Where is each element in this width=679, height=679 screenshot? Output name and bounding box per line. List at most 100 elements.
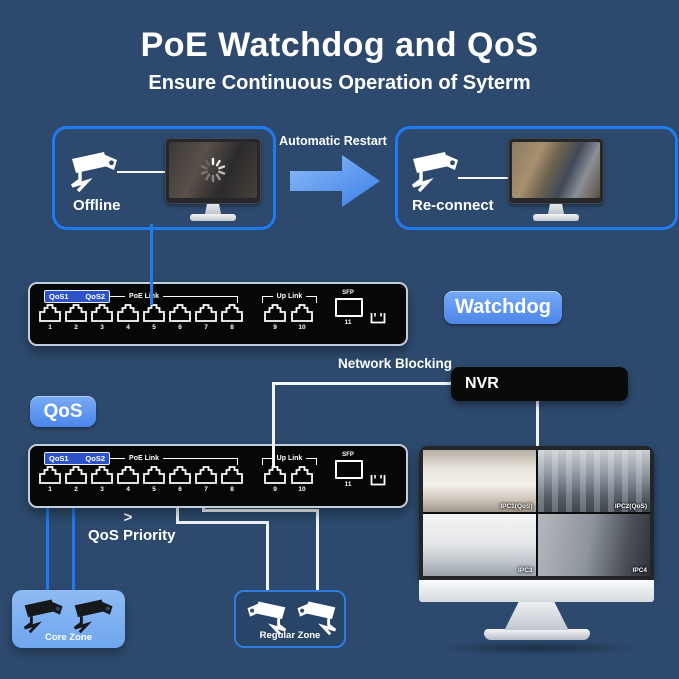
qos1-port-label: QoS1 bbox=[49, 454, 69, 463]
poe-switch-qos: QoS1 QoS2 PoE Link Up Link 1 2 3 4 5 6 7… bbox=[28, 444, 408, 508]
monitor-chin bbox=[419, 580, 654, 602]
offline-screen bbox=[169, 142, 257, 198]
monitor-stand-neck bbox=[504, 602, 569, 630]
port-number: 1 bbox=[48, 324, 52, 331]
sfp-label: SFP bbox=[342, 290, 354, 296]
port-number: 8 bbox=[230, 324, 234, 331]
up-link-label: Up Link bbox=[272, 455, 307, 463]
port-number: 11 bbox=[344, 319, 352, 326]
page-subtitle: Ensure Continuous Operation of Syterm bbox=[148, 72, 531, 94]
port-number: 1 bbox=[48, 486, 52, 493]
port-number: 3 bbox=[100, 324, 104, 331]
qos2-to-core-zone-line bbox=[72, 500, 75, 592]
rj45-port-8: 8 bbox=[221, 304, 243, 331]
poe-link-label: PoE Link bbox=[125, 455, 163, 463]
port-number: 10 bbox=[298, 486, 306, 493]
offline-monitor bbox=[165, 138, 261, 221]
poe-link-label: PoE Link bbox=[125, 293, 163, 301]
qos-badge: QoS bbox=[30, 396, 96, 427]
rj45-port-icon bbox=[169, 304, 191, 322]
grounding-icon bbox=[370, 313, 386, 324]
automatic-restart-label: Automatic Restart bbox=[279, 134, 387, 148]
rj45-port-icon bbox=[143, 466, 165, 484]
offline-scenario-box: #cctv .lens{fill:#2d4a6e} bbox=[52, 126, 276, 230]
port-number: 8 bbox=[230, 486, 234, 493]
rj45-port-icon bbox=[65, 466, 87, 484]
rj45-port-icon bbox=[117, 466, 139, 484]
port-number: 3 bbox=[100, 486, 104, 493]
network-blocking-label: Network Blocking bbox=[337, 356, 453, 371]
rj45-port-icon bbox=[39, 466, 61, 484]
nvr-display-monitor: IPC1(QoS) IPC2(QoS) IPC3 IPC4 bbox=[419, 446, 654, 640]
qos2-port-label: QoS2 bbox=[85, 454, 105, 463]
rj45-port-icon bbox=[264, 304, 286, 322]
port7-to-regular-zone-line bbox=[202, 509, 319, 512]
right-arrow-icon bbox=[290, 155, 380, 207]
qos1-port-label: QoS1 bbox=[49, 292, 69, 301]
rj45-port-4: 4 bbox=[117, 466, 139, 493]
sfp-port-icon bbox=[335, 298, 363, 317]
offline-label: Offline bbox=[73, 197, 121, 214]
reconnect-monitor bbox=[508, 138, 604, 221]
rj45-port-9: 9 bbox=[264, 304, 286, 331]
cctv-camera-icon: #cctv .lens{fill:#2d4a6e} bbox=[70, 150, 119, 193]
rj45-port-icon bbox=[264, 466, 286, 484]
watchdog-badge: Watchdog bbox=[444, 291, 562, 324]
monitor-stand-base bbox=[190, 214, 236, 221]
sfp-port-11: SFP 11 bbox=[335, 452, 363, 488]
monitor-bezel: IPC1(QoS) IPC2(QoS) IPC3 IPC4 bbox=[419, 446, 654, 580]
qos-ports-highlight: QoS1 QoS2 bbox=[44, 452, 110, 465]
sfp-label: SFP bbox=[342, 452, 354, 458]
nvr-to-monitor-line bbox=[536, 400, 539, 450]
rj45-port-4: 4 bbox=[117, 304, 139, 331]
port6-to-regular-zone-line bbox=[176, 521, 269, 524]
offline-to-switch-line bbox=[150, 224, 153, 305]
port-number: 10 bbox=[298, 324, 306, 331]
camera-monitor-link-line bbox=[117, 171, 169, 173]
rj45-port-icon bbox=[291, 304, 313, 322]
up-link-bracket: Up Link bbox=[262, 455, 317, 465]
port-number: 4 bbox=[126, 324, 130, 331]
nvr-blocking-line bbox=[272, 382, 452, 385]
nvr-label: NVR bbox=[465, 375, 499, 392]
monitor-stand-base bbox=[483, 629, 590, 640]
reconnect-label: Re-connect bbox=[412, 197, 494, 214]
rj45-port-1: 1 bbox=[39, 304, 61, 331]
rj45-port-icon bbox=[117, 304, 139, 322]
reconnect-scenario-box: Re-connect bbox=[395, 126, 678, 230]
rj45-port-icon bbox=[143, 304, 165, 322]
qos-priority-symbol: > bbox=[123, 509, 133, 526]
rj45-port-icon bbox=[169, 466, 191, 484]
rj45-port-10: 10 bbox=[291, 304, 313, 331]
rj45-port-3: 3 bbox=[91, 466, 113, 493]
port-number: 7 bbox=[204, 324, 208, 331]
rj45-port-icon bbox=[39, 304, 61, 322]
rj45-port-7: 7 bbox=[195, 304, 217, 331]
regular-zone-label: Regular Zone bbox=[259, 630, 321, 641]
rj45-port-3: 3 bbox=[91, 304, 113, 331]
port-number: 6 bbox=[178, 486, 182, 493]
port6-to-regular-zone-line bbox=[176, 500, 179, 524]
port-number: 9 bbox=[273, 324, 277, 331]
rj45-port-icon bbox=[221, 466, 243, 484]
qos2-port-label: QoS2 bbox=[85, 292, 105, 301]
rj45-port-5: 5 bbox=[143, 466, 165, 493]
port-number: 2 bbox=[74, 486, 78, 493]
nvr-box: NVR bbox=[451, 367, 628, 401]
rj45-port-icon bbox=[221, 304, 243, 322]
camera-feed-ipc3: IPC3 bbox=[423, 514, 536, 576]
camera-feed-ipc4: IPC4 bbox=[537, 514, 650, 576]
cctv-camera-icon bbox=[411, 150, 460, 193]
rj45-port-icon bbox=[291, 466, 313, 484]
poe-switch-watchdog: QoS1 QoS2 PoE Link Up Link 1 2 3 4 5 6 7… bbox=[28, 282, 408, 346]
qos-priority-label: QoS Priority bbox=[88, 527, 176, 544]
up-link-label: Up Link bbox=[272, 293, 307, 301]
page-title: PoE Watchdog and QoS bbox=[140, 26, 539, 64]
rj45-port-10: 10 bbox=[291, 466, 313, 493]
port-number: 11 bbox=[344, 481, 352, 488]
cctv-camera-icon bbox=[73, 598, 114, 634]
quad-view-screen: IPC1(QoS) IPC2(QoS) IPC3 IPC4 bbox=[423, 450, 650, 576]
qos-ports-highlight: QoS1 QoS2 bbox=[44, 290, 110, 303]
cctv-camera-icon bbox=[23, 598, 64, 634]
